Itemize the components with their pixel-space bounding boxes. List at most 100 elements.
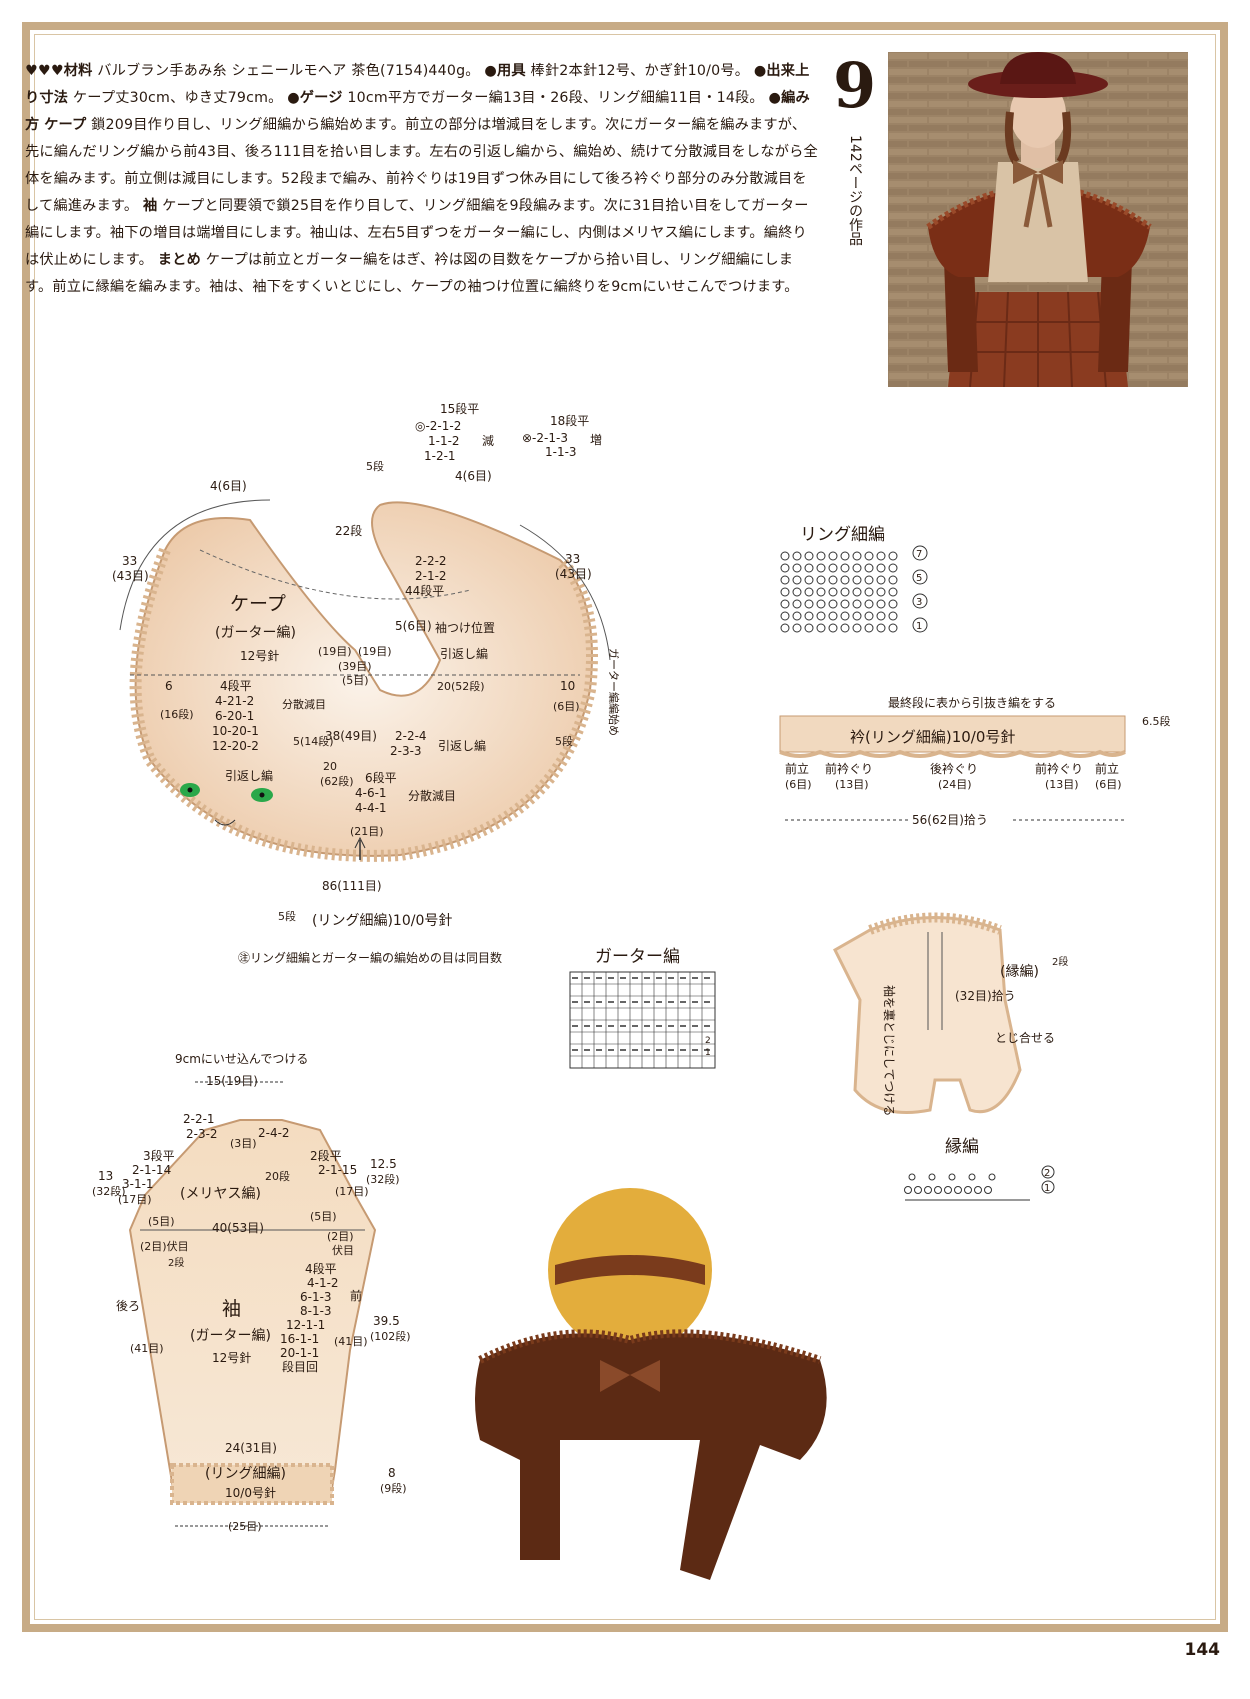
sleeve-fuse-l: (2目)伏目 xyxy=(140,1239,189,1253)
cape-top-rows: 15段平 xyxy=(440,401,479,416)
rating: ♥♥♥ xyxy=(25,63,64,79)
assembly-sleeve-note: 袖を裏とじにしてつける xyxy=(882,985,897,1116)
cape-r6: 6段平 xyxy=(365,770,397,785)
cape-22dan: 22段 xyxy=(335,523,362,538)
ring-row-3: 3 xyxy=(916,597,922,608)
sleeve-cuff-w: 24(31目) xyxy=(225,1441,277,1455)
sleeve-s4: 8-1-3 xyxy=(300,1304,332,1318)
cape-label-5-6: 5(6目) xyxy=(395,619,432,633)
sleeve-width: 40(53目) xyxy=(212,1221,264,1235)
cape-label-4-6b: 4(6目) xyxy=(455,469,492,483)
cape-bottom-stitch: (リング細編)10/0号針 xyxy=(312,913,452,929)
sleeve-title: 袖 xyxy=(222,1298,241,1320)
cape-short-rows: 引返し編 xyxy=(440,646,488,661)
sleeve-left-h: 13 xyxy=(98,1169,113,1183)
sleeve-s1: 4段平 xyxy=(305,1261,337,1276)
cape-5dan: 5段 xyxy=(366,459,384,473)
gauge-label: ●ゲージ xyxy=(287,90,343,106)
assembly-diagram: (縁編) 2段 (32目)拾う とじ合せる 袖を裏とじにしてつける xyxy=(833,912,1068,1116)
cape-10: 10 xyxy=(560,679,575,693)
garter-chart-title: ガーター編 xyxy=(595,947,680,967)
method-label: ●編み方 xyxy=(25,90,810,133)
cape-l7: 10-20-1 xyxy=(212,724,259,738)
sleeve-a4: 2-4-2 xyxy=(258,1126,290,1140)
cape-l4: 4段平 xyxy=(220,678,252,693)
cape-16dan: (16段) xyxy=(160,707,194,721)
size-text: ケープ丈30cm、ゆき丈79cm。 xyxy=(72,90,283,106)
cape-dec-b: 1-1-2 xyxy=(428,434,460,448)
sleeve-needle: 12号針 xyxy=(212,1350,251,1365)
cape-r224: 2-2-4 xyxy=(395,729,427,743)
sleeve-cuff-h: 8 xyxy=(388,1466,396,1480)
cape-62: (62段) xyxy=(320,774,354,788)
cape-label: ケープ xyxy=(44,117,87,133)
cape-l5: 4-21-2 xyxy=(215,694,254,708)
cape-dec-label: 減 xyxy=(482,433,494,448)
materials-text: バルブラン手あみ糸 シェニールモヘア 茶色(7154)440g。 xyxy=(97,63,480,79)
garter-stitch-chart: ガーター編 2 1 xyxy=(569,947,716,1069)
sleeve-s6: 16-1-1 xyxy=(280,1332,319,1346)
sleeve-l5me: (5目) xyxy=(148,1215,175,1228)
cape-6me: (6目) xyxy=(553,700,580,713)
edge-stitch-chart: 縁編 2 1 xyxy=(904,1137,1055,1201)
cape-row-222: 2-2-2 xyxy=(415,554,447,568)
cape-5me: (5目) xyxy=(342,674,369,687)
sleeve-l3: 3段平 xyxy=(143,1148,175,1163)
cape-bottom-5dan: 5段 xyxy=(278,909,296,923)
collar-label-2: 前衿ぐり xyxy=(825,761,873,776)
sleeve-top-note: 9cmにいせ込んでつける xyxy=(175,1052,308,1066)
cape-dist-dec: 分散減目 xyxy=(282,697,326,711)
sleeve-s2: 4-1-2 xyxy=(307,1276,339,1290)
garment-photo xyxy=(475,1188,827,1580)
garter-row-1: 1 xyxy=(705,1048,711,1058)
cape-dist-dec2: 分散減目 xyxy=(408,788,456,803)
ring-chart-title: リング細編 xyxy=(800,525,885,545)
sleeve-mid: 20段 xyxy=(265,1169,290,1183)
edge-row-2: 2 xyxy=(1044,1168,1050,1179)
sleeve-a1: 2-2-1 xyxy=(183,1112,215,1126)
cape-short-rows3: 引返し編 xyxy=(225,768,273,783)
assembly-edge-rows: 2段 xyxy=(1052,955,1068,968)
sleeve-r4: 2-1-15 xyxy=(318,1163,357,1177)
sleeve-h2: 39.5 xyxy=(373,1314,400,1328)
sleeve-a2: 2-3-2 xyxy=(186,1127,218,1141)
cape-inc-label: 増 xyxy=(590,433,602,447)
cape-19a: (19目) xyxy=(318,645,352,658)
cape-inc-a: ⊗-2-1-3 xyxy=(522,431,568,445)
sleeve-s3: 6-1-3 xyxy=(300,1290,332,1304)
sleeve-s7: 20-1-1 xyxy=(280,1346,319,1360)
sleeve-a3: (3目) xyxy=(230,1137,257,1150)
cape-l6: 6-20-1 xyxy=(215,709,254,723)
cape-bottom-count: 86(111目) xyxy=(322,879,382,893)
cape-sleeve-pos: 袖つけ位置 xyxy=(435,620,495,635)
sleeve-r5me: (5目) xyxy=(310,1210,337,1223)
sleeve-right-hh: (32段) xyxy=(366,1172,400,1186)
finish-text: ケープは前立とガーター編をはぎ、衿は図の目数をケープから拾い目し、リング細編にし… xyxy=(25,252,799,295)
sleeve-stitch: (ガーター編) xyxy=(190,1328,271,1344)
gauge-text: 10cm平方でガーター編13目・26段、リング細編11目・14段。 xyxy=(347,90,764,106)
collar-label-1: 前立 xyxy=(785,761,809,776)
sleeve-top-width: 15(19目) xyxy=(206,1074,258,1088)
edge-row-1: 1 xyxy=(1044,1183,1050,1194)
cape-r441: 4-4-1 xyxy=(355,801,387,815)
sleeve-cuff-needle: 10/0号針 xyxy=(225,1485,276,1500)
assembly-edge: (縁編) xyxy=(1000,964,1039,980)
bottom-rule xyxy=(22,1628,1228,1632)
cape-row-44: 44段平 xyxy=(405,583,444,598)
cape-garter-start: ガーター編編始め xyxy=(607,648,621,736)
cape-needle: 12号針 xyxy=(240,648,279,663)
cape-inc-rows: 18段平 xyxy=(550,413,589,428)
cape-20-52: 20(52段) xyxy=(437,679,485,693)
collar-count-4: (13目) xyxy=(1045,778,1079,791)
materials-label: 材料 xyxy=(63,63,93,79)
sleeve-l5: 3-1-1 xyxy=(122,1177,154,1191)
collar-count-5: (6目) xyxy=(1095,778,1122,791)
assembly-pick: (32目)拾う xyxy=(955,988,1016,1003)
cape-6: 6 xyxy=(165,679,173,693)
sleeve-bottom: (25目) xyxy=(228,1520,262,1533)
sleeve-right11: (41目) xyxy=(334,1335,368,1348)
sleeve-left-hh: (32段) xyxy=(92,1184,126,1198)
collar-title: 衿(リング細編)10/0号針 xyxy=(850,728,1015,746)
sleeve-diagram: 9cmにいせ込んでつける 15(19目) 2-2-1 2-3-2 (3目) 2-… xyxy=(92,1052,411,1533)
